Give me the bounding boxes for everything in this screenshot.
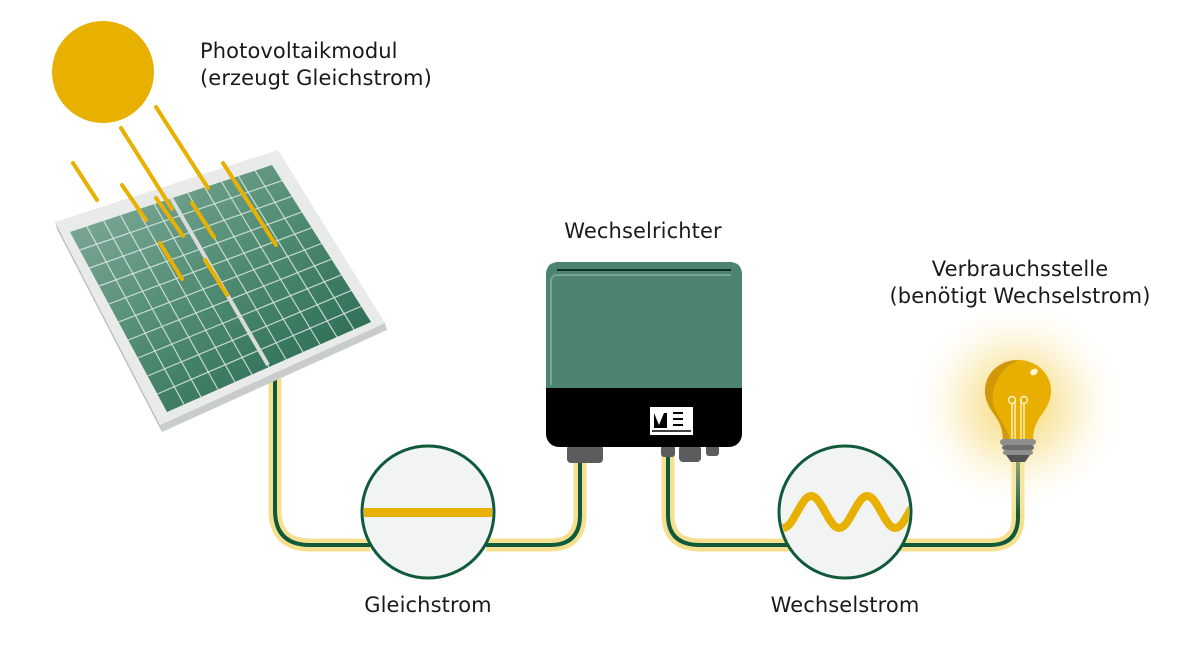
sunray-icon	[120, 183, 148, 222]
sunray-icon	[221, 161, 278, 247]
wire-ac-to-bulb	[900, 462, 1025, 552]
inverter-label: Wechselrichter	[564, 219, 722, 243]
dc-label: Gleichstrom	[364, 593, 492, 617]
inverter-connector	[706, 445, 719, 456]
inverter-display-icon	[650, 407, 693, 435]
sunray-icon	[71, 161, 99, 202]
sunrays	[71, 105, 278, 297]
sunray-icon	[119, 126, 174, 211]
consumer-subtitle: (benötigt Wechselstrom)	[889, 284, 1151, 308]
consumer-title: Verbrauchsstelle	[931, 257, 1109, 281]
light-bulb-icon	[908, 295, 1128, 515]
pv-module-subtitle: (erzeugt Gleichstrom)	[200, 66, 432, 90]
inverter-connector	[679, 445, 701, 462]
solar-panel-icon	[55, 150, 387, 432]
pv-module-title: Photovoltaikmodul	[200, 39, 398, 63]
wire-panel-to-dc	[268, 372, 370, 552]
consumer-label: Verbrauchsstelle (benötigt Wechselstrom)	[850, 256, 1190, 310]
pv-module-label: Photovoltaikmodul (erzeugt Gleichstrom)	[200, 38, 432, 92]
inverter-connector	[661, 445, 675, 457]
sunray-icon	[190, 201, 216, 239]
sunray-icon	[203, 258, 229, 297]
flat-line-dc-icon	[360, 444, 496, 580]
sunray-icon	[154, 105, 210, 190]
sine-wave-ac-icon	[777, 444, 913, 580]
sunray-icon	[158, 241, 184, 281]
inverter-connector	[567, 445, 603, 463]
ac-label: Wechselstrom	[770, 593, 920, 617]
wire-dc-to-inverter	[486, 462, 587, 552]
inverter-icon	[546, 262, 742, 463]
sun-icon	[52, 21, 154, 123]
sunray-icon	[154, 196, 185, 238]
wire-inverter-to-ac	[661, 455, 790, 552]
